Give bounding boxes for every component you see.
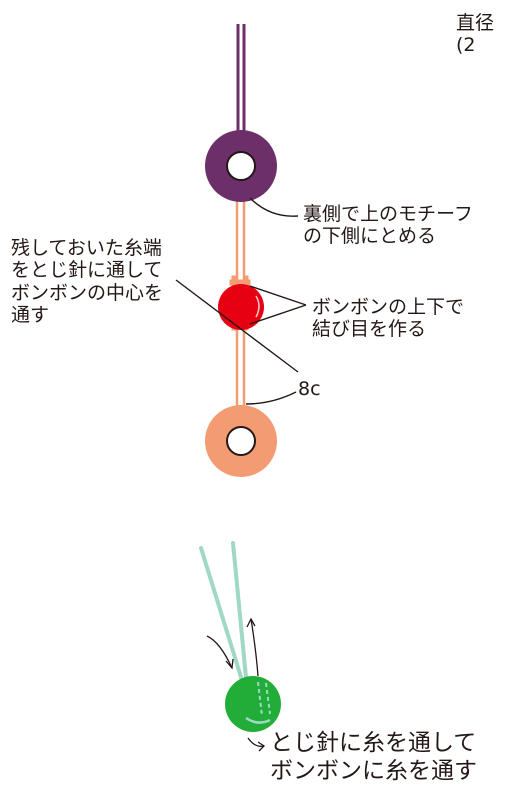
arrow-down-curved-icon (206, 635, 234, 670)
top-cord (236, 24, 246, 136)
needle-label: とじ針に糸を通して ボンボンに糸を通す (270, 730, 477, 784)
green-pompom (225, 676, 281, 732)
top-ring-motif (205, 130, 277, 202)
leader-lines (175, 197, 307, 405)
thread-end-label: 残しておいた糸端 をとじ針に通して ボンボンの中心を 通す (11, 237, 164, 327)
bottom-ring-motif (205, 405, 277, 477)
arrow-curved-right-icon (247, 737, 266, 752)
top-label: 直径(2 (456, 12, 495, 57)
red-pompom (218, 284, 264, 330)
knots-label: ボンボンの上下で 結び目を作る (312, 296, 465, 341)
length-label: 8c (298, 378, 321, 400)
arrow-up-icon (246, 617, 259, 677)
fasten-label: 裏側で上のモチーフ の下側にとめる (303, 203, 473, 248)
needle-thread-strands (199, 541, 249, 692)
